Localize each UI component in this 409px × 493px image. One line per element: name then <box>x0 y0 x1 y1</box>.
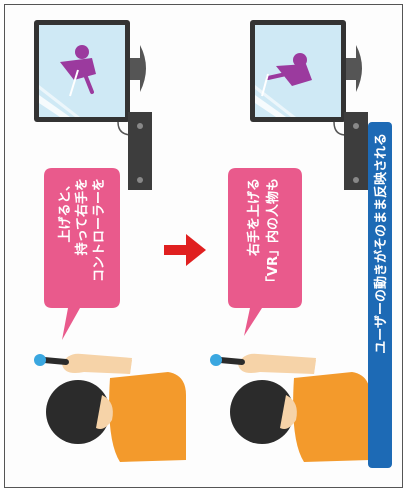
arrow-head <box>186 234 206 266</box>
bubble-left-line-3: 上げると、 <box>57 178 73 242</box>
bubble-right-line-1: 「VR」内の人物も <box>265 178 281 289</box>
console-light <box>137 123 143 129</box>
tv-stand-foot <box>140 45 146 92</box>
tv-monitor-left <box>34 20 146 122</box>
user-shirt <box>293 372 370 462</box>
motion-controller-light <box>210 354 222 366</box>
tv-monitor-right <box>250 20 362 122</box>
bubble-left-line-1: コントローラーを <box>92 178 107 282</box>
progression-arrow <box>164 234 206 266</box>
bubble-right-line-2: 右手を上げる <box>246 178 262 257</box>
tv-stand <box>346 58 356 80</box>
motion-controller-handle <box>220 360 242 362</box>
user-forearm <box>62 354 132 374</box>
vr-figure-head <box>75 45 89 59</box>
user-shirt <box>109 372 186 462</box>
console-device-left <box>128 112 152 190</box>
user-figure-left <box>34 354 186 462</box>
console-light <box>353 123 359 129</box>
motion-controller-light <box>34 354 46 366</box>
tv-stand-foot <box>356 45 362 92</box>
console-device-right <box>344 112 368 190</box>
bubble-left-line-2: 持って右手を <box>74 178 90 255</box>
console-light-2 <box>353 177 359 183</box>
console-light-2 <box>137 177 143 183</box>
speech-bubble-left: コントローラーを 持って右手を 上げると、 <box>44 168 120 340</box>
user-forearm <box>238 354 316 374</box>
caption-text: ユーザーの動きがそのまま反映される <box>373 133 389 354</box>
motion-controller-handle <box>44 360 66 362</box>
speech-bubble-right: 「VR」内の人物も 右手を上げる <box>228 168 302 336</box>
tv-stand <box>130 58 140 80</box>
caption-banner: ユーザーの動きがそのまま反映される <box>368 122 392 468</box>
speech-bubble-shape <box>228 168 302 336</box>
user-figure-right <box>210 354 370 462</box>
